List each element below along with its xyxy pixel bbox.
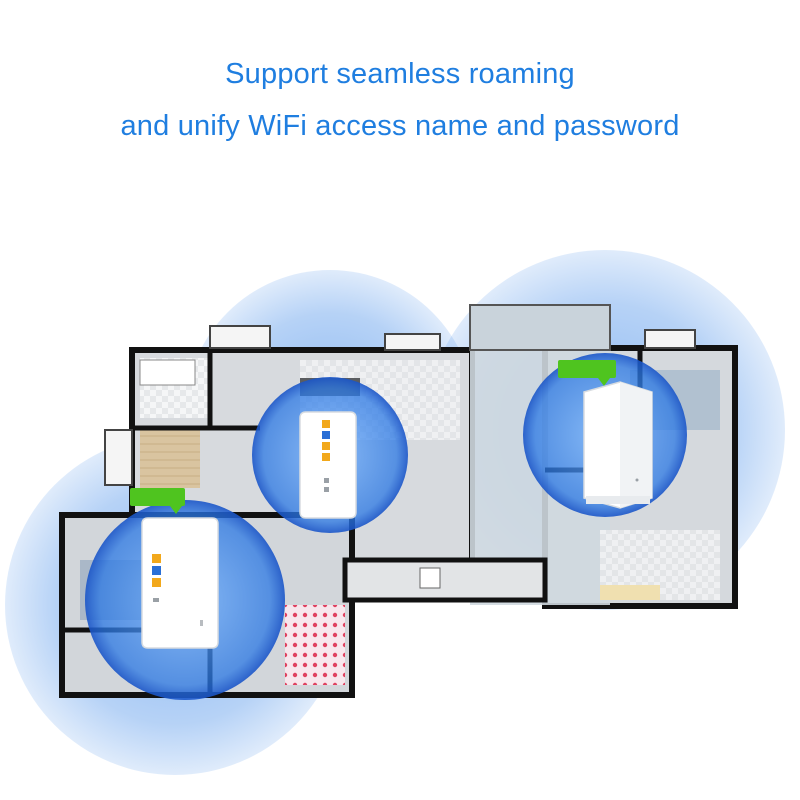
router-right — [583, 381, 653, 509]
router-left — [141, 517, 219, 649]
headline-line-1: Support seamless roaming — [225, 58, 575, 90]
status-tag-left — [130, 488, 185, 506]
headline-line-2: and unify WiFi access name and password — [120, 110, 680, 142]
status-tag-right — [558, 360, 616, 378]
router-center — [299, 411, 357, 519]
